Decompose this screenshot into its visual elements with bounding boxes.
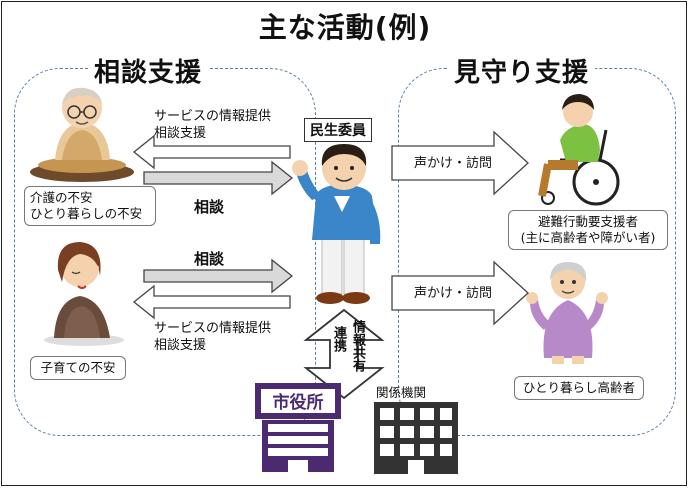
- elderly-disabled-line: (主に高齢者や障がい者): [520, 230, 656, 245]
- consult-label-top: 相談: [194, 198, 225, 216]
- evacuation-support-line: 避難行動要支援者: [537, 214, 638, 229]
- arrow-visit-bottom: [391, 260, 529, 326]
- living-alone-anxiety-line: ひとり暮らしの不安: [30, 206, 143, 221]
- info-sharing-label: 情報共有: [350, 320, 365, 372]
- arrow-coordination-vertical: [303, 308, 385, 400]
- visit-label-top: 声かけ・訪問: [414, 156, 493, 171]
- care-anxiety-line: 介護の不安: [30, 190, 93, 205]
- parenting-anxiety-box: 子育ての不安: [30, 356, 126, 380]
- young-woman-illustration: [44, 242, 124, 346]
- consult-support-line: 相談支援: [154, 126, 207, 141]
- arrow-consult-top: [143, 160, 294, 196]
- service-info-text-top: サービスの情報提供 相談支援: [154, 108, 271, 142]
- wheelchair-user-illustration: [538, 94, 620, 206]
- visit-label-bottom: 声かけ・訪問: [414, 286, 493, 301]
- service-info-text-bottom: サービスの情報提供 相談支援: [154, 320, 271, 354]
- welfare-commissioner-label: 民生委員: [304, 118, 372, 142]
- evacuation-support-box: 避難行動要支援者 (主に高齢者や障がい者): [508, 210, 668, 250]
- page-title: 主な活動(例): [258, 11, 432, 44]
- care-anxiety-box: 介護の不安 ひとり暮らしの不安: [24, 186, 156, 226]
- coordination-label: 連携: [331, 326, 346, 352]
- consult-support-line: 相談支援: [154, 338, 207, 353]
- elderly-man-illustration: [30, 87, 134, 182]
- elderly-living-alone-box: ひとり暮らし高齢者: [514, 376, 644, 400]
- consultation-support-title: 相談支援: [88, 52, 209, 89]
- consult-label-bottom: 相談: [194, 250, 225, 268]
- city-hall-label: 市役所: [272, 393, 324, 413]
- arrow-consult-bottom: [143, 258, 294, 294]
- service-info-line: サービスの情報提供: [154, 321, 272, 336]
- welfare-commissioner-illustration: [292, 144, 381, 304]
- related-organization-building-icon: [374, 402, 458, 474]
- related-organization-label: 関係機関: [376, 385, 427, 400]
- arrow-service-info-top: [132, 134, 291, 170]
- elderly-woman-illustration: [526, 262, 608, 364]
- watch-support-title: 見守り支援: [448, 52, 596, 89]
- service-info-line: サービスの情報提供: [154, 109, 272, 124]
- arrow-visit-top: [391, 130, 529, 196]
- arrow-service-info-bottom: [132, 284, 291, 320]
- city-hall-icon: [255, 383, 341, 472]
